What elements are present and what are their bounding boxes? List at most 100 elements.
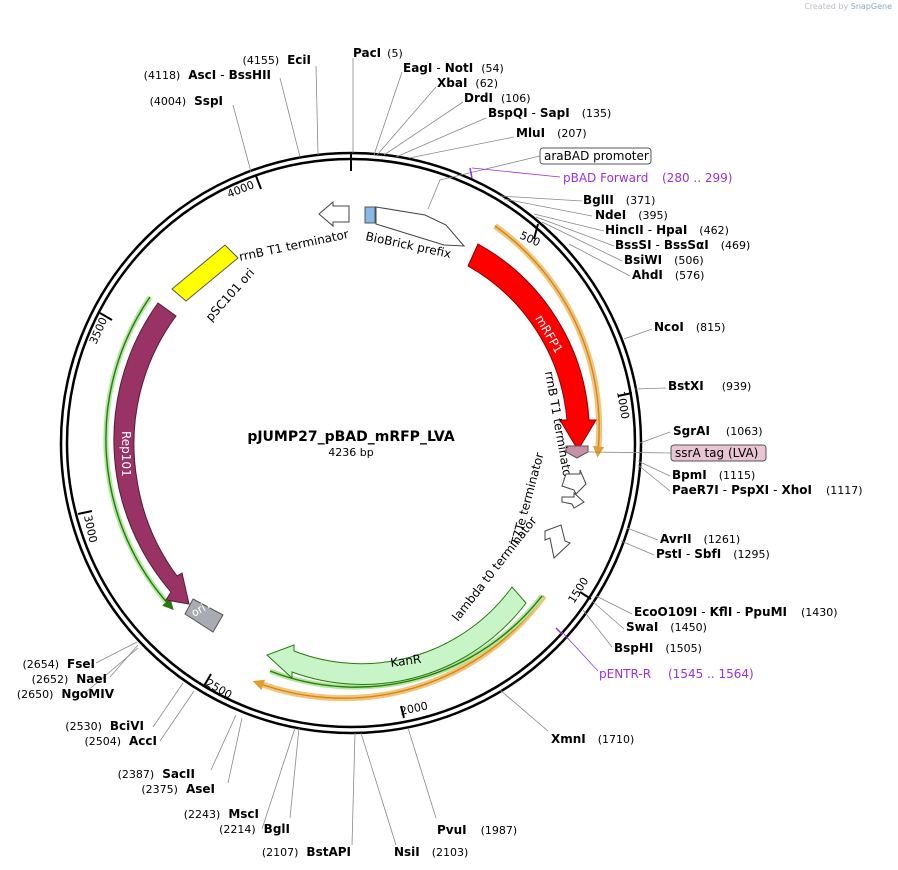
site-ahdi: AhdI bbox=[632, 268, 663, 282]
svg-text:AhdI(576): AhdI(576) bbox=[632, 268, 704, 282]
ssra-tag-label: ssrA tag (LVA) bbox=[675, 446, 758, 460]
site-hincii: HincII bbox=[605, 223, 644, 237]
kanr-primer-arc-line bbox=[252, 595, 545, 699]
site-bgli: BglI bbox=[264, 822, 290, 836]
arabad-leader-2 bbox=[439, 155, 541, 181]
site-xmni: XmnI bbox=[551, 732, 586, 746]
svg-text:BpmI(1115): BpmI(1115) bbox=[672, 468, 755, 482]
biobrick-prefix-cap bbox=[364, 206, 376, 224]
site-bspqi: BspQI bbox=[488, 106, 528, 120]
svg-text:(4004)SspI: (4004)SspI bbox=[150, 94, 223, 108]
ruler-label-3500: 3500 bbox=[87, 315, 110, 346]
rep101-arrow bbox=[113, 302, 190, 605]
site-bstapi: BstAPI bbox=[306, 845, 351, 859]
rrnb-t1-terminator-top-arrow bbox=[318, 200, 350, 228]
site-naei: NaeI bbox=[76, 672, 107, 686]
pentr-leader bbox=[561, 631, 599, 672]
plasmid-length: 4236 bp bbox=[328, 446, 373, 459]
ruler-tick-2500 bbox=[203, 673, 212, 687]
svg-text:BglII(371): BglII(371) bbox=[583, 193, 655, 207]
site-hpai: HpaI bbox=[656, 223, 687, 237]
site-fsei: FseI bbox=[67, 657, 95, 671]
pentr-r-range: (1545 .. 1564) bbox=[668, 667, 754, 681]
svg-text:XbaI(62): XbaI(62) bbox=[437, 76, 498, 90]
svg-text:(2650)NgoMIV: (2650)NgoMIV bbox=[17, 687, 115, 701]
kanr-arrow bbox=[266, 586, 527, 685]
site-nsii: NsiI bbox=[394, 845, 420, 859]
site-xhoi: XhoI bbox=[782, 483, 813, 497]
pentr-tick bbox=[555, 627, 563, 635]
site-pspxi: PspXI bbox=[731, 483, 769, 497]
ruler-label-2000: 2000 bbox=[399, 699, 429, 718]
site-bsphi: BspHI bbox=[614, 641, 653, 655]
site-bpmi: BpmI bbox=[672, 468, 707, 482]
kanr-label: KanR bbox=[389, 652, 422, 670]
psc101-ori-box bbox=[171, 244, 239, 302]
site-ncoi: NcoI bbox=[654, 320, 684, 334]
kanr-green-arc-line bbox=[269, 595, 543, 688]
svg-text:BspHI(1505): BspHI(1505) bbox=[614, 641, 702, 655]
svg-text:XmnI(1710): XmnI(1710) bbox=[551, 732, 634, 746]
svg-text:SwaI(1450): SwaI(1450) bbox=[626, 620, 707, 634]
site-leaders bbox=[85, 58, 671, 846]
svg-text:MluI(207): MluI(207) bbox=[516, 126, 587, 140]
site-ndei: NdeI bbox=[595, 208, 626, 222]
site-bglii: BglII bbox=[583, 193, 614, 207]
site-asci: AscI bbox=[188, 68, 216, 82]
svg-text:PvuI(1987): PvuI(1987) bbox=[437, 823, 517, 837]
svg-text:(2652)NaeI: (2652)NaeI bbox=[32, 672, 107, 686]
ruler-tick-3500 bbox=[99, 312, 113, 321]
sites-left: (2107)BstAPI (2214)BglI (2243)MscI (2375… bbox=[17, 53, 351, 859]
svg-text:HincII-HpaI(462): HincII-HpaI(462) bbox=[605, 223, 729, 237]
svg-text:NsiI(2103): NsiI(2103) bbox=[394, 845, 468, 859]
site-bsssi: BssSI bbox=[615, 238, 652, 252]
site-sbfi: SbfI bbox=[694, 547, 721, 561]
ssra-tag-box bbox=[670, 444, 767, 462]
site-sspi: SspI bbox=[194, 94, 223, 108]
ssra-leader bbox=[587, 451, 673, 454]
arabad-leader bbox=[427, 179, 441, 210]
site-bsshii: BssHII bbox=[229, 68, 271, 82]
site-eagi: EagI bbox=[403, 61, 432, 75]
svg-text:(4155)EciI: (4155)EciI bbox=[243, 53, 311, 67]
svg-text:(2243)MscI: (2243)MscI bbox=[184, 807, 259, 821]
site-kfli: KflI bbox=[710, 605, 733, 619]
svg-text:SgrAI(1063): SgrAI(1063) bbox=[673, 424, 762, 438]
ssra-tag-arrow bbox=[565, 445, 589, 459]
svg-text:NcoI(815): NcoI(815) bbox=[654, 320, 725, 334]
mrfp1-arrow bbox=[467, 243, 597, 451]
ruler-tick-500 bbox=[533, 223, 539, 240]
ruler-label-3000: 3000 bbox=[81, 514, 100, 544]
t7te-terminator-arrow bbox=[561, 491, 585, 509]
arabad-promoter-label: araBAD promoter bbox=[544, 149, 649, 163]
mrfp1-primer-arc-line bbox=[494, 225, 605, 458]
pbad-forward-label: pBAD Forward bbox=[563, 171, 648, 185]
svg-text:(2387)SacII: (2387)SacII bbox=[118, 767, 195, 781]
site-ecii: EciI bbox=[287, 53, 311, 67]
ruler-tick-1000 bbox=[617, 392, 633, 397]
site-msci: MscI bbox=[228, 807, 259, 821]
site-noti: NotI bbox=[445, 61, 474, 75]
svg-text:DrdI(106): DrdI(106) bbox=[464, 91, 531, 105]
svg-text:(4118)AscI-BssHII: (4118)AscI-BssHII bbox=[144, 68, 271, 82]
svg-text:PstI-SbfI(1295): PstI-SbfI(1295) bbox=[656, 547, 770, 561]
site-ppumi: PpuMI bbox=[745, 605, 787, 619]
svg-text:BssSI-BssSαI(469): BssSI-BssSαI(469) bbox=[615, 238, 750, 252]
site-paci: PacI bbox=[353, 46, 381, 60]
svg-text:(2530)BciVI: (2530)BciVI bbox=[65, 719, 144, 733]
svg-text:BstXI(939): BstXI(939) bbox=[668, 379, 751, 393]
site-mlui: MluI bbox=[516, 126, 545, 140]
ruler-tick-4000 bbox=[255, 175, 262, 190]
snapgene-credit: Created by SnapGene bbox=[804, 2, 892, 11]
site-paer7i: PaeR7I bbox=[672, 483, 719, 497]
site-bsiwi: BsiWI bbox=[624, 253, 662, 267]
pbad-forward-range: (280 .. 299) bbox=[662, 171, 732, 185]
biobrick-prefix-arrow bbox=[375, 206, 466, 247]
pbad-forward-tick bbox=[469, 167, 473, 179]
site-sgrai: SgrAI bbox=[673, 424, 710, 438]
site-psti: PstI bbox=[656, 547, 682, 561]
site-bstxi: BstXI bbox=[668, 379, 704, 393]
site-sapi: SapI bbox=[540, 106, 570, 120]
svg-text:BsiWI(506): BsiWI(506) bbox=[624, 253, 704, 267]
site-swai: SwaI bbox=[626, 620, 658, 634]
